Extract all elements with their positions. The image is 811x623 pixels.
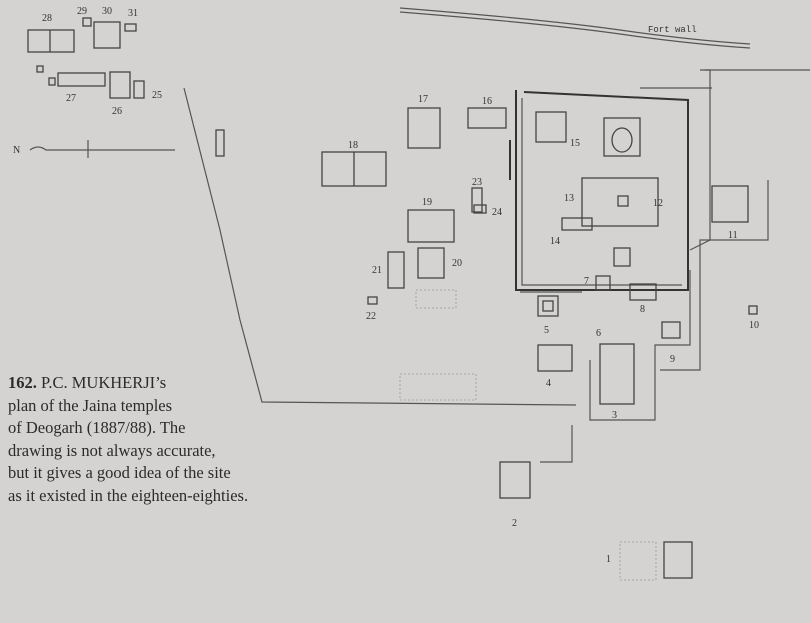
fort-wall-line: [399, 7, 751, 45]
building-number-label: 9: [670, 354, 675, 365]
building-number-label: 6: [596, 328, 601, 339]
building-number-label: 1: [606, 554, 611, 565]
caption-line: as it existed in the eighteen-eighties.: [8, 485, 249, 505]
building-number-label: 7: [584, 276, 589, 287]
figure-number: 162.: [8, 373, 37, 392]
caption-line: but it gives a good idea of the site: [8, 463, 231, 482]
building-number-label: 29: [77, 6, 87, 17]
building-number-label: 19: [422, 197, 432, 208]
caption-line: plan of the Jaina temples: [8, 395, 173, 415]
north-label: N: [13, 145, 20, 156]
building-number-label: 21: [372, 265, 382, 276]
caption-line: P.C. MUKHERJI’s: [41, 373, 167, 392]
building-number-label: 30: [102, 6, 112, 17]
building-number-label: 15: [570, 138, 580, 149]
building-number-label: 23: [472, 177, 482, 188]
building-number-label: 13: [564, 193, 574, 204]
north-arrow: N: [13, 140, 175, 158]
plan-drawing: Fort wall N: [13, 7, 810, 581]
fort-wall-label: Fort wall: [648, 25, 697, 35]
building-number-label: 5: [544, 325, 549, 336]
building-number-label: 22: [366, 311, 376, 322]
caption-line: drawing is not always accurate,: [8, 440, 216, 460]
building-number-label: 3: [612, 410, 617, 421]
building-number-label: 28: [42, 13, 52, 24]
building-number-label: 16: [482, 96, 492, 107]
building-number-label: 8: [640, 304, 645, 315]
building-number-label: 26: [112, 106, 122, 117]
building-number-label: 20: [452, 258, 462, 269]
building-number-label: 25: [152, 90, 162, 101]
figure-caption: 162. P.C. MUKHERJI’s plan of the Jaina t…: [8, 372, 328, 507]
building-number-label: 17: [418, 94, 428, 105]
building-number-label: 2: [512, 518, 517, 529]
building-number-label: 14: [550, 236, 560, 247]
building-number-label: 4: [546, 378, 551, 389]
building-number-label: 10: [749, 320, 759, 331]
building-number-label: 18: [348, 140, 358, 151]
building-number-label: 31: [128, 8, 138, 19]
caption-line: of Deogarh (1887/88). The: [8, 418, 186, 437]
building-number-label: 27: [66, 93, 76, 104]
building-number-label: 11: [728, 230, 738, 241]
building-number-label: 24: [492, 207, 502, 218]
building-number-label: 12: [653, 198, 663, 209]
